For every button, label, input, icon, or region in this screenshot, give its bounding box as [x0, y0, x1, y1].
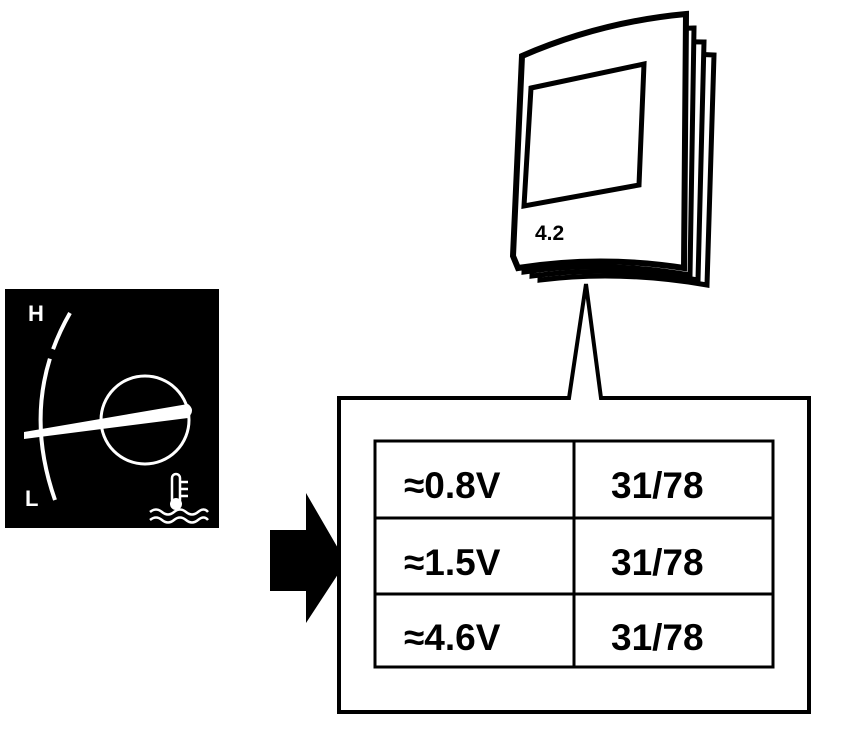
voltage-cell: ≈0.8V — [404, 465, 501, 506]
gauge-low-label: L — [25, 486, 38, 511]
temperature-gauge: H L — [5, 289, 219, 528]
service-manual-booklet-icon: 4.2 — [509, 10, 717, 288]
gauge-needle — [24, 404, 192, 439]
voltage-cell: ≈4.6V — [404, 617, 501, 658]
coolant-temperature-icon — [149, 472, 209, 524]
voltage-cell: ≈1.5V — [404, 542, 501, 583]
voltage-table: ≈0.8V 31/78 ≈1.5V 31/78 ≈4.6V 31/78 — [373, 439, 775, 669]
gauge-high-label: H — [28, 301, 44, 326]
gauge-scale-arc — [38, 312, 72, 501]
pin-cell: 31/78 — [611, 617, 704, 658]
manual-section-label: 4.2 — [535, 222, 564, 245]
right-pointer-arrow-icon — [270, 493, 346, 623]
pin-cell: 31/78 — [611, 465, 704, 506]
pin-cell: 31/78 — [611, 542, 704, 583]
